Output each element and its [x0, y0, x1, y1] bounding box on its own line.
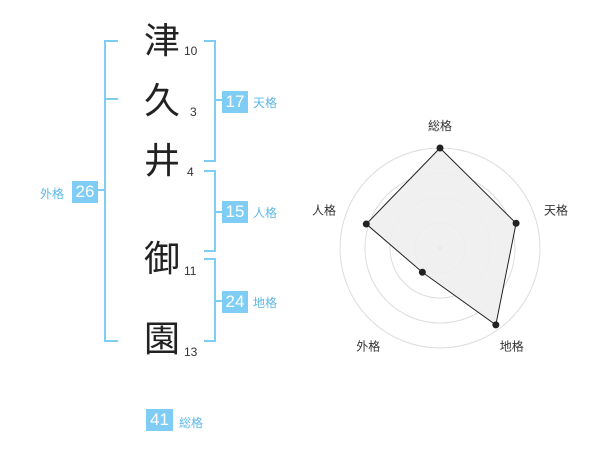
radar-points: [362, 144, 520, 329]
stroke-count-3: 4: [187, 165, 194, 179]
soukaku-value: 41: [146, 409, 173, 431]
gaikaku-bracket-stem: [96, 189, 106, 191]
chikaku-value: 24: [222, 291, 248, 313]
gaikaku-label: 外格: [40, 187, 65, 201]
name-char-3: 井: [143, 141, 180, 182]
name-char-5: 園: [143, 319, 180, 360]
gaikaku-bracket: [104, 40, 118, 342]
jinkaku-value: 15: [222, 201, 248, 223]
tenkaku-value: 17: [222, 91, 248, 113]
radar-axis-label: 天格: [544, 202, 568, 217]
radar-point-3: [492, 321, 500, 329]
radar-axis-label: 総格: [428, 118, 452, 133]
name-char-1: 津: [143, 21, 180, 62]
radar-axis-label: 地格: [500, 339, 524, 354]
radar-point-5: [362, 220, 370, 228]
stroke-count-5: 13: [184, 345, 198, 359]
stroke-count-1: 10: [184, 44, 198, 58]
stroke-count-4: 11: [184, 264, 197, 278]
gaikaku-value: 26: [72, 181, 98, 203]
jinkaku-label: 人格: [253, 206, 278, 220]
radar-point-4: [418, 268, 426, 276]
chikaku-bracket-stem: [214, 300, 222, 302]
radar-point-2: [512, 219, 520, 227]
name-char-2: 久: [143, 81, 180, 122]
tenkaku-label: 天格: [253, 96, 278, 110]
radar-point-1: [436, 144, 444, 152]
gaikaku-bracket-tick: [104, 98, 118, 100]
chikaku-label: 地格: [253, 296, 278, 310]
radar-axis-label: 外格: [356, 339, 380, 354]
radar-data-polygon: [365, 147, 517, 326]
tenkaku-bracket-stem: [214, 99, 222, 101]
tenkaku-bracket: [204, 40, 216, 162]
soukaku-label: 総格: [179, 416, 204, 430]
stroke-count-2: 3: [190, 105, 197, 119]
jinkaku-bracket-stem: [214, 211, 222, 213]
name-char-4: 御: [143, 239, 180, 280]
radar-axis-label: 人格: [312, 202, 336, 217]
